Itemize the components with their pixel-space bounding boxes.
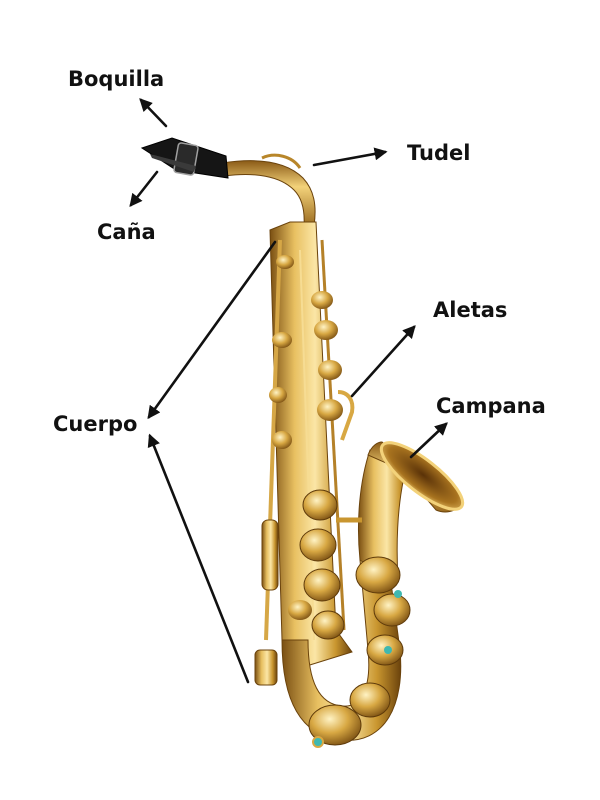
label-cana: Caña: [97, 220, 156, 244]
lower-keys: [254, 489, 345, 686]
bow-guard: [308, 704, 362, 746]
ligature: [173, 142, 199, 176]
label-boquilla: Boquilla: [68, 67, 165, 91]
upper-keys: [269, 255, 343, 449]
neck-octave-key: [261, 153, 302, 169]
label-campana: Campana: [436, 394, 546, 418]
bell-opening: [379, 441, 465, 511]
saxophone-illustration: [140, 137, 465, 748]
arrow-boquilla: [139, 98, 168, 128]
neck-tube: [221, 160, 316, 227]
aletas-keys: [337, 390, 355, 441]
bell-keys: [355, 556, 411, 666]
label-aletas: Aletas: [433, 298, 508, 322]
arrow-cuerpo-upper: [147, 240, 277, 420]
arrow-campana: [409, 422, 448, 459]
label-cuerpo: Cuerpo: [53, 412, 138, 436]
arrow-aletas: [350, 325, 416, 398]
label-tudel: Tudel: [407, 141, 471, 165]
arrow-cana: [129, 170, 159, 208]
reed: [150, 154, 196, 172]
pointer-arrows: [129, 98, 448, 684]
arrow-tudel: [312, 147, 388, 167]
body-tube: [269, 221, 353, 669]
arrow-cuerpo-lower: [147, 433, 250, 684]
